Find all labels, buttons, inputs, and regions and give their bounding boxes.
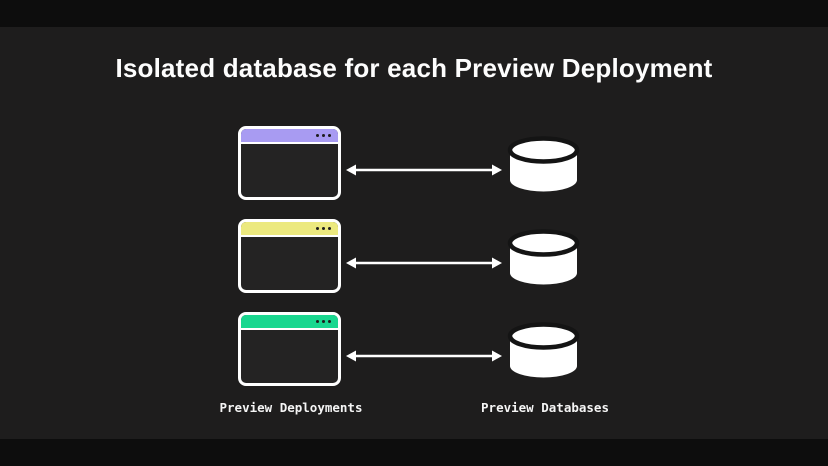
letterbox-bar-bottom <box>0 439 828 466</box>
preview-row <box>238 312 580 386</box>
databases-column-label: Preview Databases <box>481 400 609 415</box>
window-content <box>241 330 338 383</box>
deployments-column-label: Preview Deployments <box>219 400 363 415</box>
window-titlebar <box>241 315 338 330</box>
database-icon <box>507 136 580 192</box>
window-titlebar <box>241 222 338 237</box>
window-content <box>241 237 338 290</box>
browser-window <box>238 126 341 200</box>
preview-row <box>238 126 580 200</box>
window-content <box>241 144 338 197</box>
slide-title: Isolated database for each Preview Deplo… <box>115 53 713 83</box>
preview-row <box>238 219 580 293</box>
database-icon <box>507 322 580 378</box>
letterbox-bar-top <box>0 0 828 27</box>
window-menu-dots-icon <box>316 320 331 323</box>
window-titlebar <box>241 129 338 144</box>
bidirectional-arrow-icon <box>346 257 502 269</box>
bidirectional-arrow-icon <box>346 350 502 362</box>
bidirectional-arrow-icon <box>346 164 502 176</box>
browser-window <box>238 312 341 386</box>
window-menu-dots-icon <box>316 134 331 137</box>
database-icon <box>507 229 580 285</box>
window-menu-dots-icon <box>316 227 331 230</box>
browser-window <box>238 219 341 293</box>
